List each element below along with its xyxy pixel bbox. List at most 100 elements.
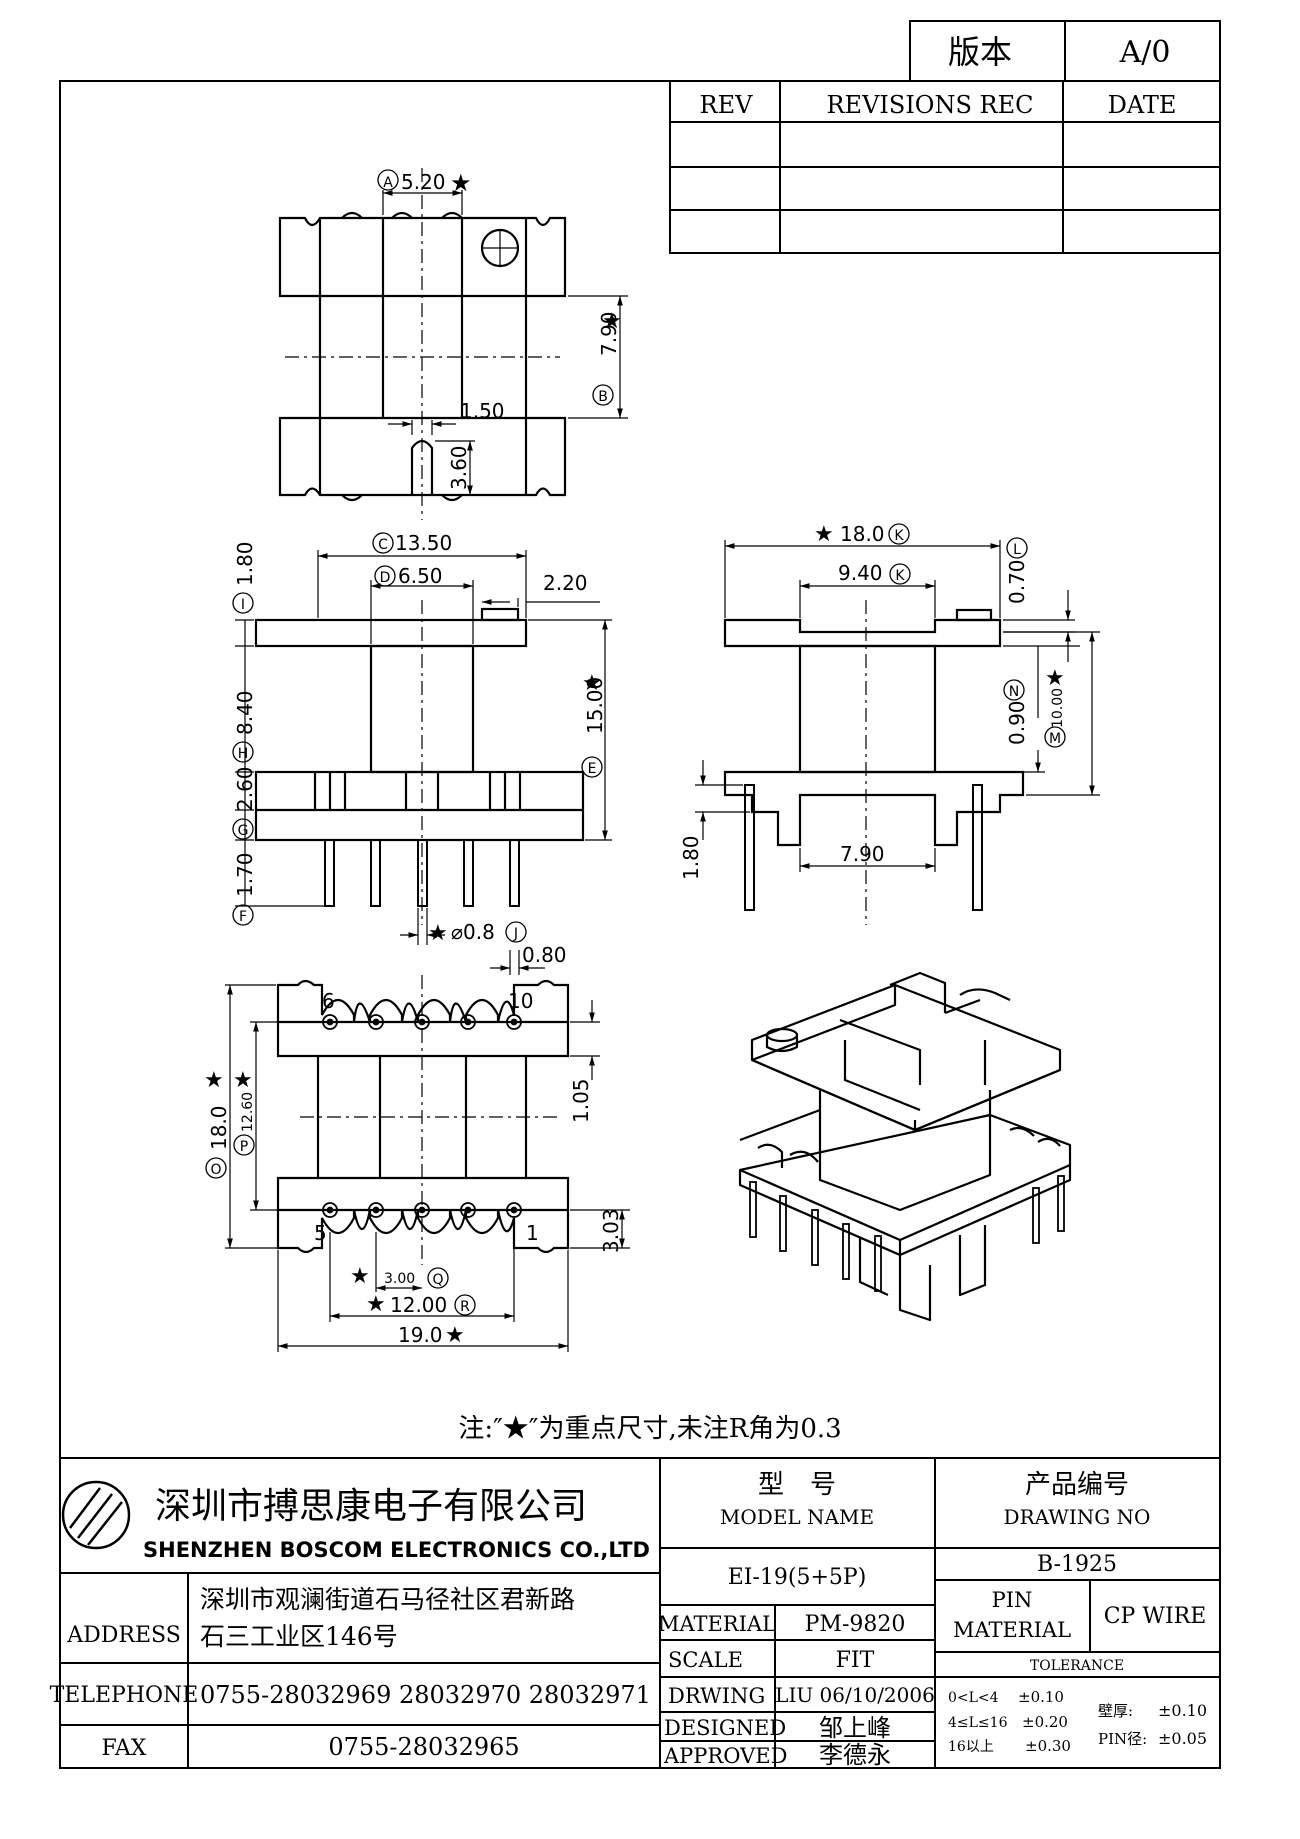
tag-p: P [240, 1139, 248, 1155]
address-line2: 石三工业区146号 [200, 1622, 398, 1651]
tag-a: A [383, 175, 393, 191]
material-label: MATERIAL [658, 1612, 776, 1636]
tag-k: K [894, 528, 904, 544]
dim-d: 6.50 [398, 564, 443, 588]
dim-h: 8.40 [233, 690, 257, 735]
version-label: 版本 [948, 33, 1012, 71]
approved-label: APPROVED [663, 1744, 787, 1768]
telephone-value: 0755-28032969 28032970 28032971 [200, 1681, 651, 1709]
rev-header: REV [700, 91, 754, 119]
dim-p: 12.60 [240, 1092, 256, 1132]
pin-material-label-2: MATERIAL [953, 1618, 1071, 1642]
dim-n: 0.90 [1005, 700, 1029, 745]
dim-total: 19.0 [398, 1323, 443, 1347]
tag-f: F [239, 909, 247, 925]
drawing-no-value: B-1925 [1037, 1552, 1117, 1577]
key-star: ★ [428, 921, 448, 946]
key-star: ★ [233, 1068, 253, 1093]
dim-q: 3.00 [384, 1271, 415, 1287]
scale-label: SCALE [668, 1648, 743, 1672]
tag-o: O [210, 1162, 221, 1178]
sheet-border [59, 80, 1221, 1769]
key-star: ★ [814, 522, 834, 547]
fax-label: FAX [102, 1736, 147, 1761]
tolerance-label: TOLERANCE [1030, 1658, 1124, 1674]
telephone-label: TELEPHONE [50, 1683, 199, 1708]
material-value: PM-9820 [805, 1612, 906, 1637]
address-label: ADDRESS [66, 1623, 181, 1648]
dim-a: 5.20 [401, 170, 446, 194]
dim-303: 3.03 [599, 1208, 623, 1253]
key-star: ★ [602, 309, 622, 334]
tag-h: H [238, 746, 249, 762]
date-header: DATE [1108, 91, 1177, 119]
key-star: ★ [1045, 666, 1065, 691]
tolerance-range-1: 0<L<4 [948, 1690, 999, 1706]
tolerance-range-3: 16以上 [948, 1739, 994, 1755]
pin-material-value: CP WIRE [1104, 1604, 1207, 1629]
wall-value: ±0.10 [1158, 1701, 1207, 1720]
dim-pin-gap: 0.80 [522, 943, 567, 967]
approved-value: 李德永 [819, 1741, 891, 1769]
key-star: ★ [366, 1292, 386, 1317]
dim-slot-w: 1.50 [460, 399, 505, 423]
pin-dia-value: ±0.05 [1158, 1729, 1207, 1748]
fax-value: 0755-28032965 [328, 1733, 519, 1761]
side-view [723, 608, 1025, 847]
tag-c: C [378, 537, 388, 553]
dim-o: 18.0 [207, 1105, 231, 1150]
dim-pin-dia: ⌀0.8 [451, 920, 495, 944]
scale-value: FIT [836, 1648, 875, 1673]
designed-value: 邹上峰 [819, 1714, 891, 1742]
model-value: EI-19(5+5P) [728, 1565, 867, 1590]
company-name-cn: 深圳市搏思康电子有限公司 [155, 1486, 587, 1527]
revisions-rec-header: REVISIONS REC [826, 91, 1033, 119]
tag-g: G [238, 823, 249, 839]
key-star: ★ [582, 671, 602, 696]
tolerance-value-3: ±0.30 [1025, 1737, 1071, 1755]
tag-i: I [241, 597, 245, 613]
dim-i: 1.80 [233, 541, 257, 586]
dim-k-outer: 18.0 [840, 522, 885, 546]
dim-r: 12.00 [390, 1293, 447, 1317]
title-block [60, 1457, 1220, 1768]
dim-105: 1.05 [569, 1078, 593, 1123]
dim-b: 7.90 [597, 311, 621, 356]
key-star: ★ [350, 1264, 370, 1289]
model-name-cn: 型 号 [758, 1470, 836, 1500]
side-view-pins [744, 784, 983, 911]
dim-m: 10.00 [1050, 688, 1066, 728]
version-value: A/0 [1119, 35, 1171, 70]
tag-r: R [460, 1299, 470, 1315]
model-name-en: MODEL NAME [720, 1505, 874, 1529]
dim-e: 15.00 [583, 677, 607, 734]
key-star: ★ [445, 1323, 465, 1348]
dim-g: 2.60 [233, 766, 257, 811]
dim-base: 7.90 [840, 842, 885, 866]
designed-label: DESIGNED [664, 1716, 786, 1740]
tag-d: D [380, 570, 391, 586]
tolerance-value-1: ±0.10 [1018, 1688, 1064, 1706]
key-star: ★ [204, 1068, 224, 1093]
tag-l: L [1013, 542, 1021, 558]
drwing-value: LIU 06/10/2006 [775, 1683, 935, 1707]
wall-label: 壁厚: [1098, 1702, 1133, 1720]
pin-label-6: 6 [322, 989, 335, 1013]
tolerance-value-2: ±0.20 [1022, 1713, 1068, 1731]
tag-k: K [895, 568, 905, 584]
dim-pin-len: 1.80 [679, 835, 703, 880]
pin-material-label-1: PIN [992, 1588, 1033, 1612]
isometric-view [738, 971, 1072, 1322]
key-star: ★ [450, 169, 472, 197]
company-name-en: SHENZHEN BOSCOM ELECTRONICS CO.,LTD [143, 1538, 650, 1562]
pin-label-10: 10 [508, 989, 533, 1013]
dim-f: 1.70 [233, 852, 257, 897]
pin-dia-label: PIN径: [1098, 1730, 1147, 1748]
dim-c: 13.50 [395, 531, 452, 555]
tag-q: Q [432, 1272, 443, 1288]
isometric-pins [749, 1175, 1065, 1292]
tag-b: B [598, 389, 608, 405]
company-logo [61, 1480, 131, 1550]
dimension-note: 注:″★″为重点尺寸,未注R角为0.3 [458, 1414, 841, 1444]
